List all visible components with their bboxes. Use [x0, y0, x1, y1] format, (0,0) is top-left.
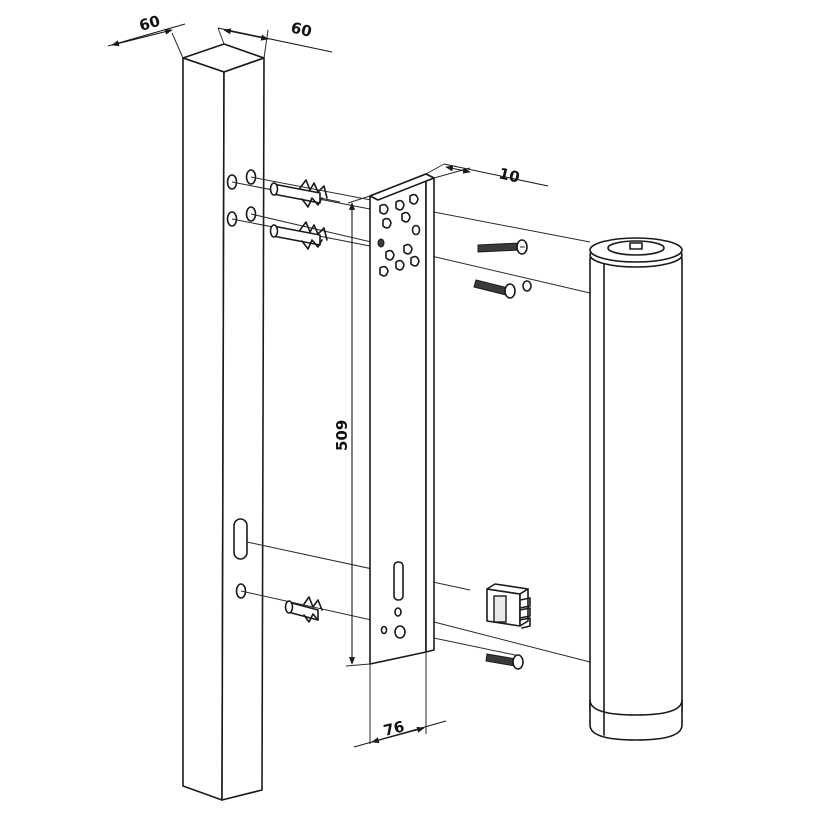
plate-edge — [425, 173, 435, 653]
screw-middle — [473, 279, 532, 299]
dim-label-plate-height: 509 — [333, 420, 351, 451]
plate-hole — [394, 607, 402, 617]
dim-label-post-left: 60 — [137, 12, 162, 35]
post-left-face — [182, 57, 225, 801]
plate-slot — [393, 561, 404, 601]
cylinder-top-slot — [629, 242, 643, 250]
dim-label-post-right: 60 — [289, 18, 314, 41]
latch-clip — [486, 583, 531, 629]
plate-hole — [394, 625, 406, 639]
plate-thickness-dimension: 10 — [425, 163, 549, 187]
plate-hole — [380, 625, 388, 635]
screw-upper — [477, 239, 528, 255]
dim-label-plate-thickness: 10 — [497, 164, 521, 186]
anchor-plug-upper-2 — [269, 221, 328, 250]
plate-hole-pattern — [377, 193, 421, 277]
plate-width-dimension: 76 — [353, 652, 447, 748]
plate-height-dimension: 509 — [333, 195, 371, 667]
screw-lower — [485, 653, 524, 670]
mounting-plate — [369, 173, 435, 665]
dim-label-plate-width: 76 — [382, 717, 407, 740]
cylinder-actuator — [589, 237, 683, 741]
post-slot — [233, 518, 248, 560]
post-right-face — [221, 57, 265, 801]
post-width-dimensions: 60 60 — [107, 12, 333, 59]
square-post — [182, 43, 265, 801]
anchor-plug-upper — [269, 179, 341, 208]
anchor-plug-lower — [284, 596, 323, 623]
cylinder-bottom-cap — [589, 699, 683, 741]
